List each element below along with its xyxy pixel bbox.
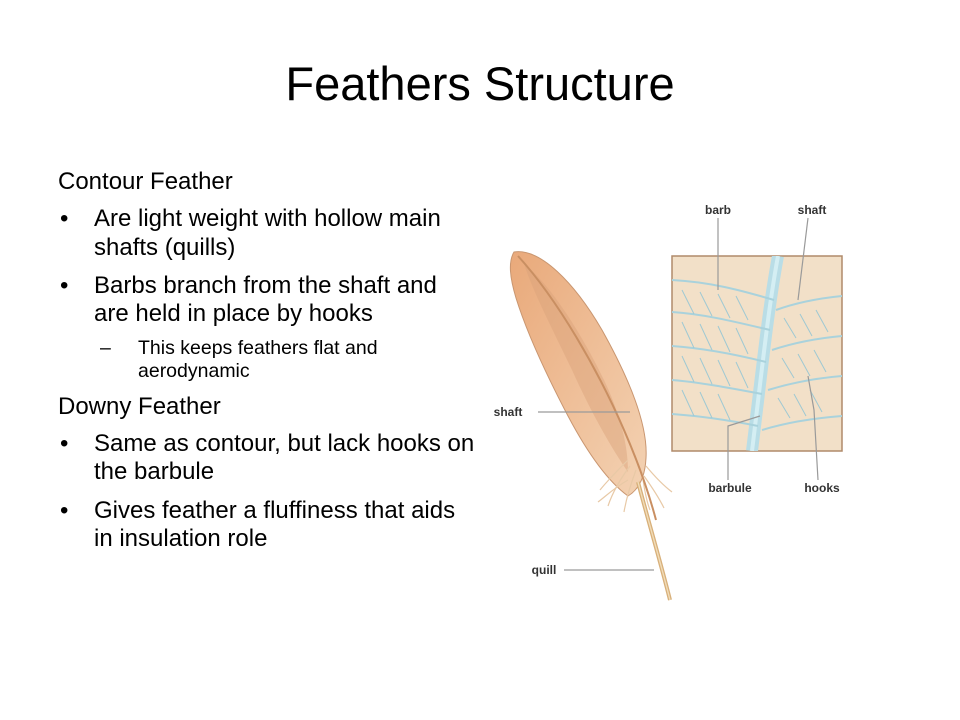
pointer-lines [538, 217, 819, 571]
feather-shade [524, 264, 628, 472]
section-heading-contour: Contour Feather [58, 168, 233, 195]
sub-bullet-item: This keeps feathers flat and aerodynamic [58, 337, 478, 383]
bullet-item: Are light weight with hollow main shafts… [58, 205, 478, 262]
bullet-item: Same as contour, but lack hooks on the b… [58, 430, 478, 487]
bullet-item: Barbs branch from the shaft and are held… [58, 272, 478, 329]
label-hooks: hooks [804, 481, 840, 495]
section-heading-downy: Downy Feather [58, 392, 221, 420]
label-shaft-left: shaft [494, 405, 523, 419]
slide-title: Feathers Structure [285, 57, 675, 110]
slide-body: Contour Feather Are light weight with ho… [58, 168, 478, 563]
bullet-item: Gives feather a fluffiness that aids in … [58, 497, 478, 554]
label-barbule: barbule [708, 481, 752, 495]
feather-diagram: barb shaft shaft barbule hooks quill [478, 190, 878, 605]
magnified-inset [671, 255, 843, 452]
feather-diagram-svg: barb shaft shaft barbule hooks quill [494, 203, 843, 601]
label-barb: barb [705, 203, 731, 217]
label-quill: quill [532, 563, 557, 577]
label-shaft-top: shaft [798, 203, 827, 217]
